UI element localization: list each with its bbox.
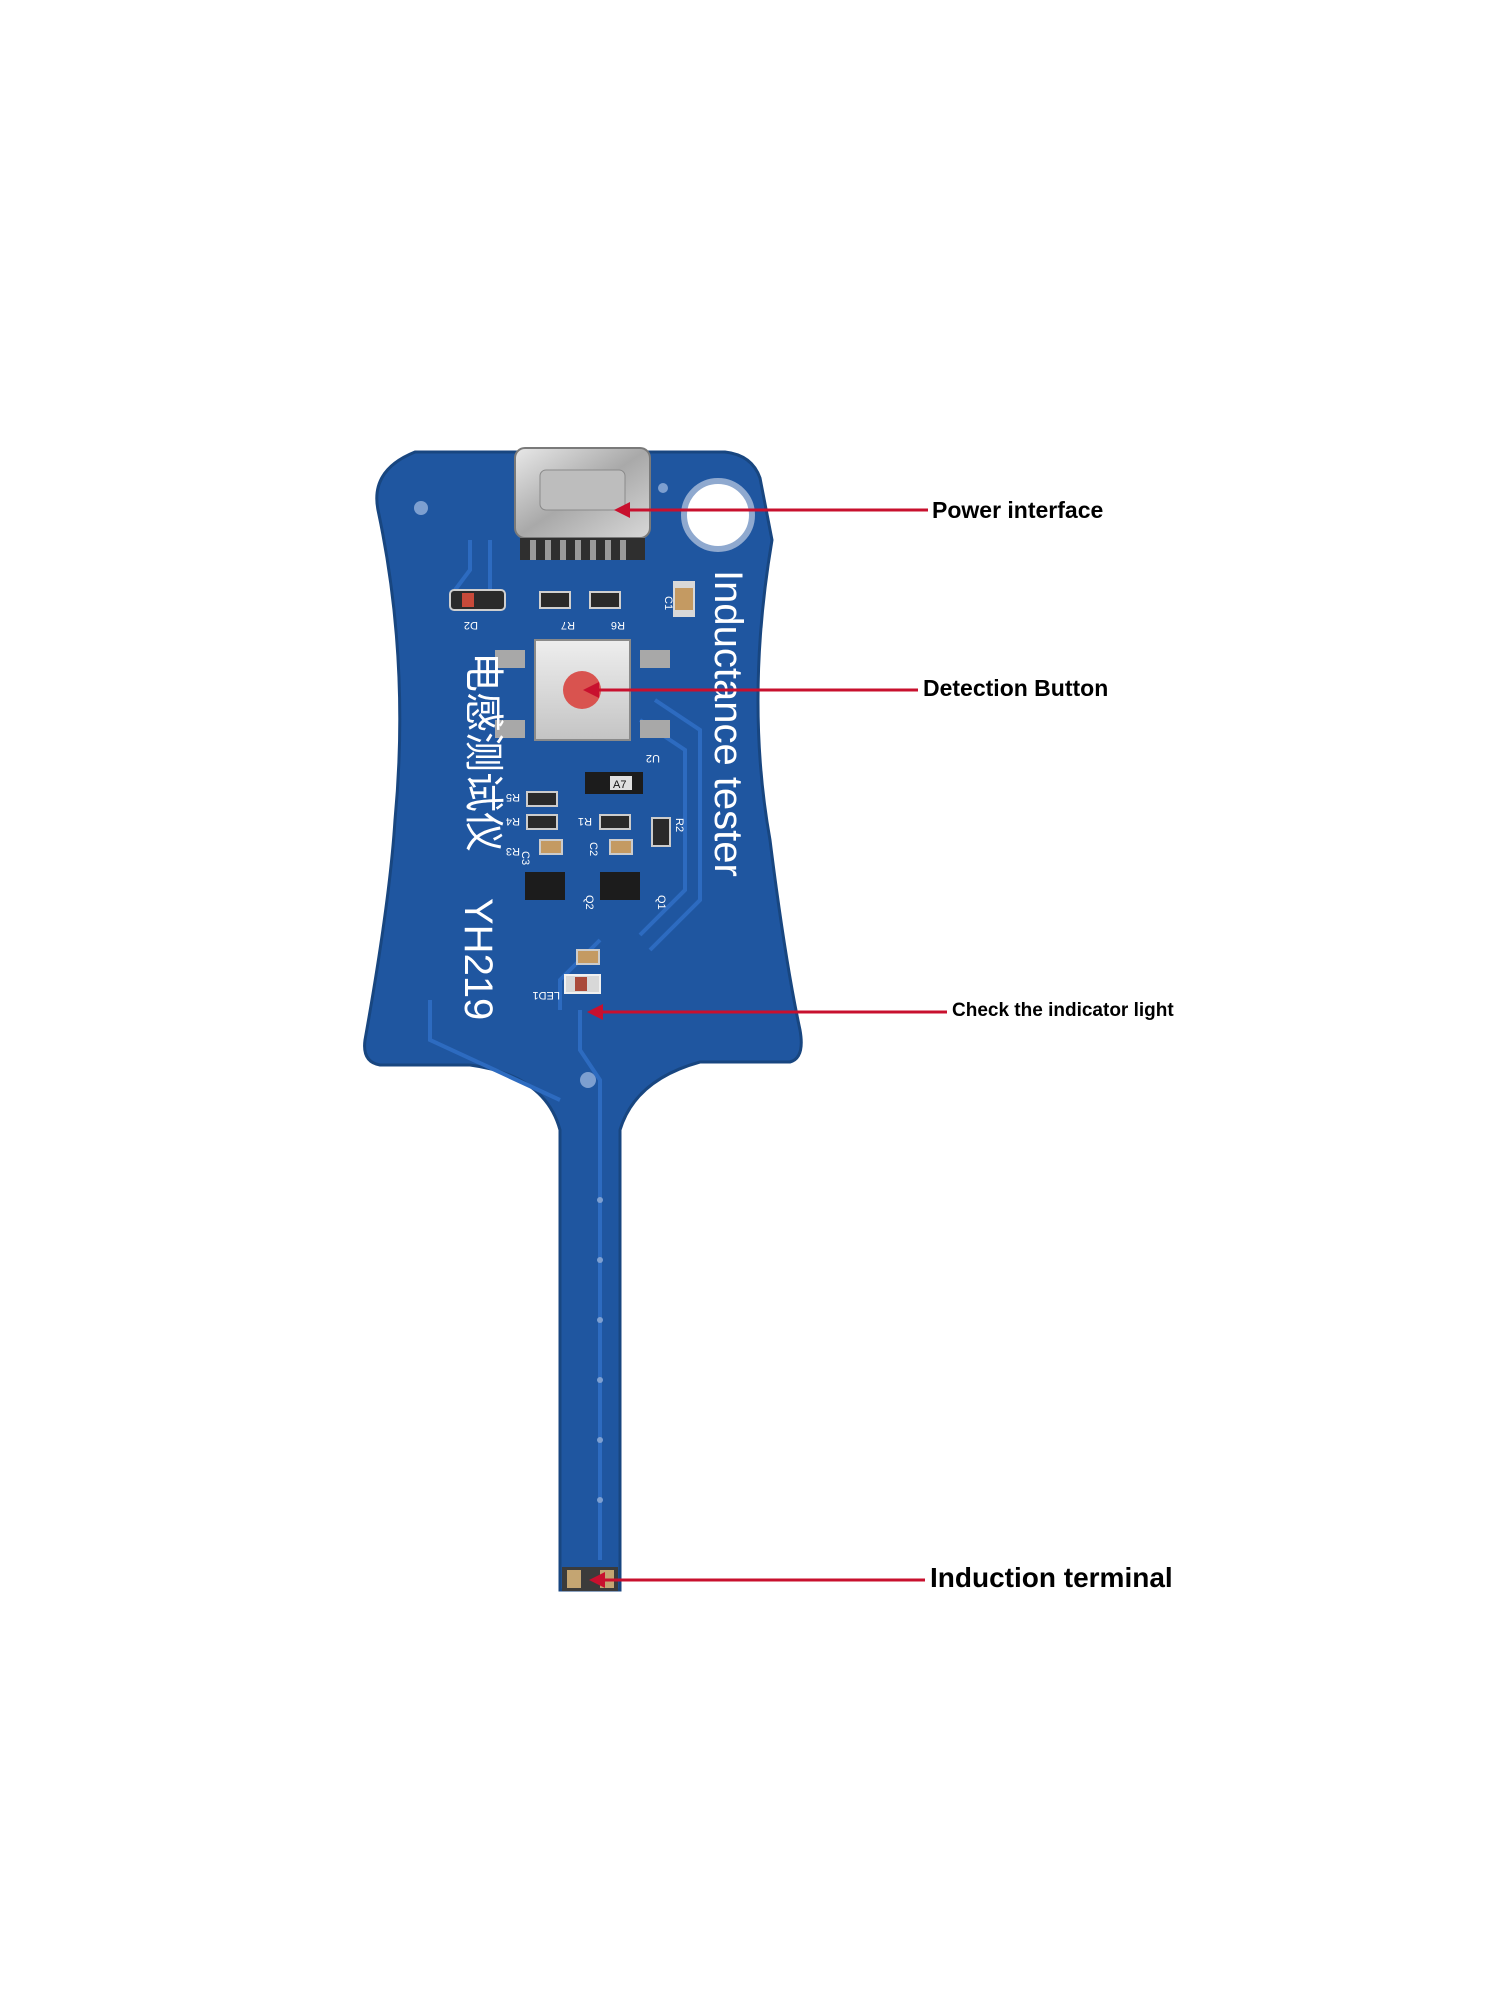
silk-r6: R6 — [611, 619, 625, 631]
board-model: YH219 — [456, 898, 500, 1020]
via-dot — [580, 1072, 596, 1088]
silk-r3: R3 — [506, 845, 520, 857]
silk-c3: C3 — [519, 851, 531, 865]
silk-d2: D2 — [464, 619, 478, 631]
via-dot — [658, 483, 668, 493]
silk-r7: R7 — [561, 619, 575, 631]
callout-lines — [583, 502, 947, 1588]
label-detection-button: Detection Button — [923, 675, 1109, 701]
svg-text:A7: A7 — [613, 779, 626, 791]
silk-q1: Q1 — [655, 895, 667, 910]
arrow-head-detection — [583, 682, 599, 698]
silk-r4: R4 — [506, 815, 520, 827]
board-title-cn: 电感测试仪 — [460, 652, 506, 852]
silk-led1: LED1 — [532, 989, 560, 1001]
passive-components — [525, 791, 671, 900]
label-indicator-light: Check the indicator light — [952, 1000, 1174, 1021]
mounting-hole — [681, 478, 755, 552]
capacitor-c1 — [673, 581, 695, 617]
indicator-led — [564, 949, 601, 994]
silk-q2: Q2 — [583, 895, 595, 910]
via-dot — [414, 501, 428, 515]
silk-u2: U2 — [646, 752, 660, 764]
resistor-r7 — [539, 591, 571, 609]
silk-c1: C1 — [662, 596, 674, 610]
stem-vias — [597, 1197, 603, 1503]
chip-a7: A7 — [585, 772, 643, 794]
silk-c2: C2 — [587, 842, 599, 856]
silk-r2: R2 — [673, 818, 685, 832]
board-title-en: Inductance tester — [706, 570, 750, 877]
pcb-board — [363, 450, 803, 1592]
label-induction-terminal: Induction terminal — [930, 1562, 1173, 1593]
silk-r1: R1 — [578, 815, 592, 827]
diode-d2 — [449, 589, 506, 611]
silk-r5: R5 — [506, 791, 520, 803]
arrow-head-power — [614, 502, 630, 518]
arrow-head-terminal — [589, 1572, 605, 1588]
label-power-interface: Power interface — [932, 497, 1104, 523]
arrow-head-indicator — [587, 1004, 603, 1020]
resistor-r6 — [589, 591, 621, 609]
usb-c-connector — [514, 447, 651, 560]
